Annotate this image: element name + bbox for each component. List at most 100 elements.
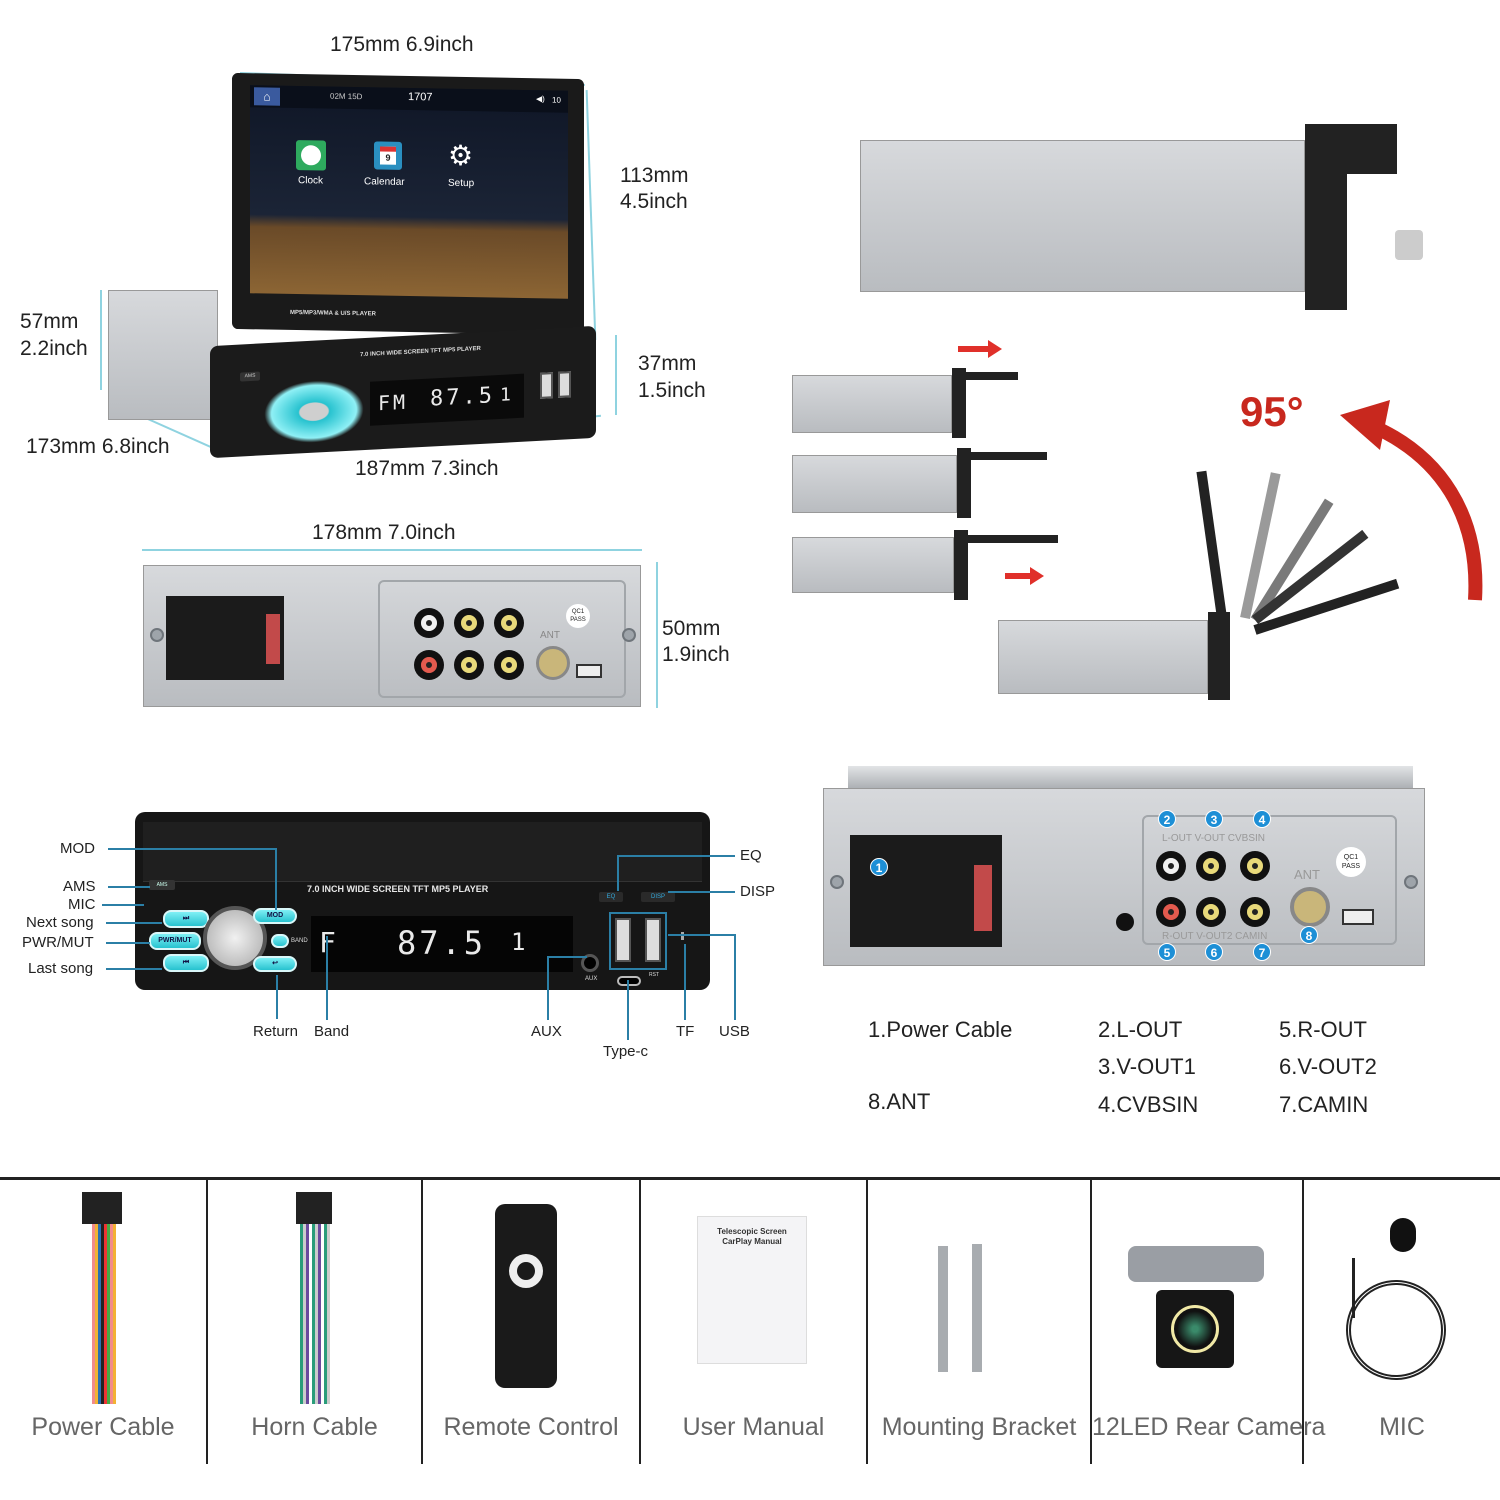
gear-icon[interactable]: ⚙ [448, 139, 474, 172]
callout-next-song: Next song [26, 914, 94, 931]
disp-button[interactable]: DISP [641, 892, 675, 902]
mic-jack-rear[interactable] [1116, 913, 1134, 931]
rca-v-out1[interactable] [1196, 851, 1226, 881]
screw [1404, 875, 1418, 889]
fuse [974, 865, 992, 931]
rca-yellow[interactable] [494, 650, 524, 680]
accessory-label: Mounting Bracket [881, 1413, 1077, 1441]
usb-area [609, 912, 667, 970]
return-button[interactable]: ↩ [253, 956, 297, 972]
rca-yellow[interactable] [494, 608, 524, 638]
callout-tf: TF [676, 1023, 695, 1040]
top-usb-port-1[interactable] [540, 372, 553, 399]
dim-screen-height-in: 4.5inch [620, 190, 688, 213]
accessory-remote-control: Remote Control [423, 1180, 641, 1464]
last-song-button[interactable]: ⏮ [163, 954, 209, 972]
side-view-tilted-front [1208, 612, 1230, 700]
front-lcd-band: F [319, 926, 339, 959]
legend-r-out: 5.R-OUT [1279, 1017, 1367, 1042]
legend-cvbsin: 4.CVBSIN [1098, 1092, 1199, 1117]
callout-line [734, 934, 736, 1020]
front-lcd: F 87.5 1 [311, 916, 573, 972]
dim-screen-height-mm: 113mm [620, 164, 689, 187]
rst-label: RST [649, 972, 659, 978]
callout-ams: AMS [63, 878, 96, 895]
rca-l-out[interactable] [1156, 851, 1186, 881]
ant-jack-small[interactable] [536, 646, 570, 680]
power-cable-icon [82, 1192, 122, 1224]
front-lcd-freq: 87.5 [397, 924, 487, 962]
port-badge-7: 7 [1253, 943, 1271, 961]
next-song-button[interactable]: ⏭ [163, 910, 209, 928]
rca-white[interactable] [414, 608, 444, 638]
accessory-mounting-bracket: Mounting Bracket [868, 1180, 1092, 1464]
clock-icon[interactable] [296, 140, 326, 171]
volume-icon: ◀) [536, 94, 545, 104]
app-label-setup: Setup [448, 177, 475, 190]
dim-line-screen [585, 90, 597, 340]
eq-button[interactable]: EQ [599, 892, 623, 902]
top-faceplate-title: 7.0 INCH WIDE SCREEN TFT MP5 PLAYER [360, 345, 481, 359]
callout-pwr-mut: PWR/MUT [22, 934, 94, 951]
callout-line [108, 848, 276, 850]
top-control-cluster[interactable] [264, 378, 364, 446]
callout-line [668, 891, 735, 893]
type-c-port[interactable] [617, 976, 641, 986]
pwr-mut-button[interactable]: PWR/MUT [149, 932, 201, 950]
callout-line [617, 855, 619, 891]
dim-body-height-in: 2.2inch [20, 337, 88, 360]
side-view-step-1-screen [966, 372, 1018, 380]
dim-line-rear-width [142, 549, 642, 551]
callout-line [547, 956, 587, 958]
callout-band: Band [314, 1023, 350, 1040]
app-label-calendar: Calendar [364, 176, 405, 188]
callout-mod: MOD [60, 840, 95, 857]
front-panel-title: 7.0 INCH WIDE SCREEN TFT MP5 PLAYER [307, 884, 489, 894]
callout-mic: MIC [68, 896, 96, 913]
usb-port-1[interactable] [615, 918, 631, 962]
ant-jack[interactable] [1290, 887, 1330, 927]
arrow-right-icon-head [1030, 567, 1044, 585]
callout-disp: DISP [740, 883, 776, 900]
usb-port-rear-small[interactable] [576, 664, 602, 678]
usb-port-2[interactable] [645, 918, 661, 962]
band-button[interactable] [271, 934, 289, 948]
accessory-horn-cable: Horn Cable [208, 1180, 423, 1464]
accessory-label: Power Cable [31, 1413, 175, 1441]
usb-port-rear[interactable] [1342, 909, 1374, 925]
legend-power-cable: 1.Power Cable [868, 1017, 1013, 1042]
callout-line [108, 886, 150, 888]
port-badge-5: 5 [1158, 943, 1176, 961]
home-icon[interactable]: ⌂ [254, 87, 280, 106]
iso-connector-small [166, 596, 284, 680]
rca-yellow[interactable] [454, 608, 484, 638]
rca-v-out2[interactable] [1196, 897, 1226, 927]
rca-red[interactable] [414, 650, 444, 680]
calendar-icon[interactable]: 9 [374, 141, 402, 170]
port-badge-3: 3 [1205, 810, 1223, 828]
chassis-body [108, 290, 218, 420]
jack-area: L-OUT V-OUT CVBSIN R-OUT V-OUT2 CAMIN AN… [1142, 815, 1397, 945]
rca-r-out[interactable] [1156, 897, 1186, 927]
rca-camin[interactable] [1240, 897, 1270, 927]
tf-slot[interactable] [681, 932, 684, 940]
jack-labels-bottom: R-OUT V-OUT2 CAMIN [1162, 931, 1268, 942]
horn-cable-wires [300, 1224, 330, 1404]
mod-button[interactable]: MOD [253, 908, 297, 924]
side-view-large-knob [1395, 230, 1423, 260]
arrow-right-icon [958, 346, 990, 352]
port-badge-1: 1 [870, 858, 888, 876]
aux-jack[interactable] [581, 954, 599, 972]
callout-line [106, 922, 162, 924]
side-view-step-2 [792, 455, 957, 513]
side-view-step-3-screen [968, 535, 1058, 543]
rca-cvbsin[interactable] [1240, 851, 1270, 881]
top-ams-button[interactable]: AMS [240, 371, 260, 382]
rca-yellow[interactable] [454, 650, 484, 680]
top-usb-port-2[interactable] [558, 371, 571, 398]
ams-button[interactable]: AMS [149, 880, 175, 890]
angle-label: 95° [1240, 388, 1304, 435]
port-badge-2: 2 [1158, 810, 1176, 828]
port-badge-4: 4 [1253, 810, 1271, 828]
